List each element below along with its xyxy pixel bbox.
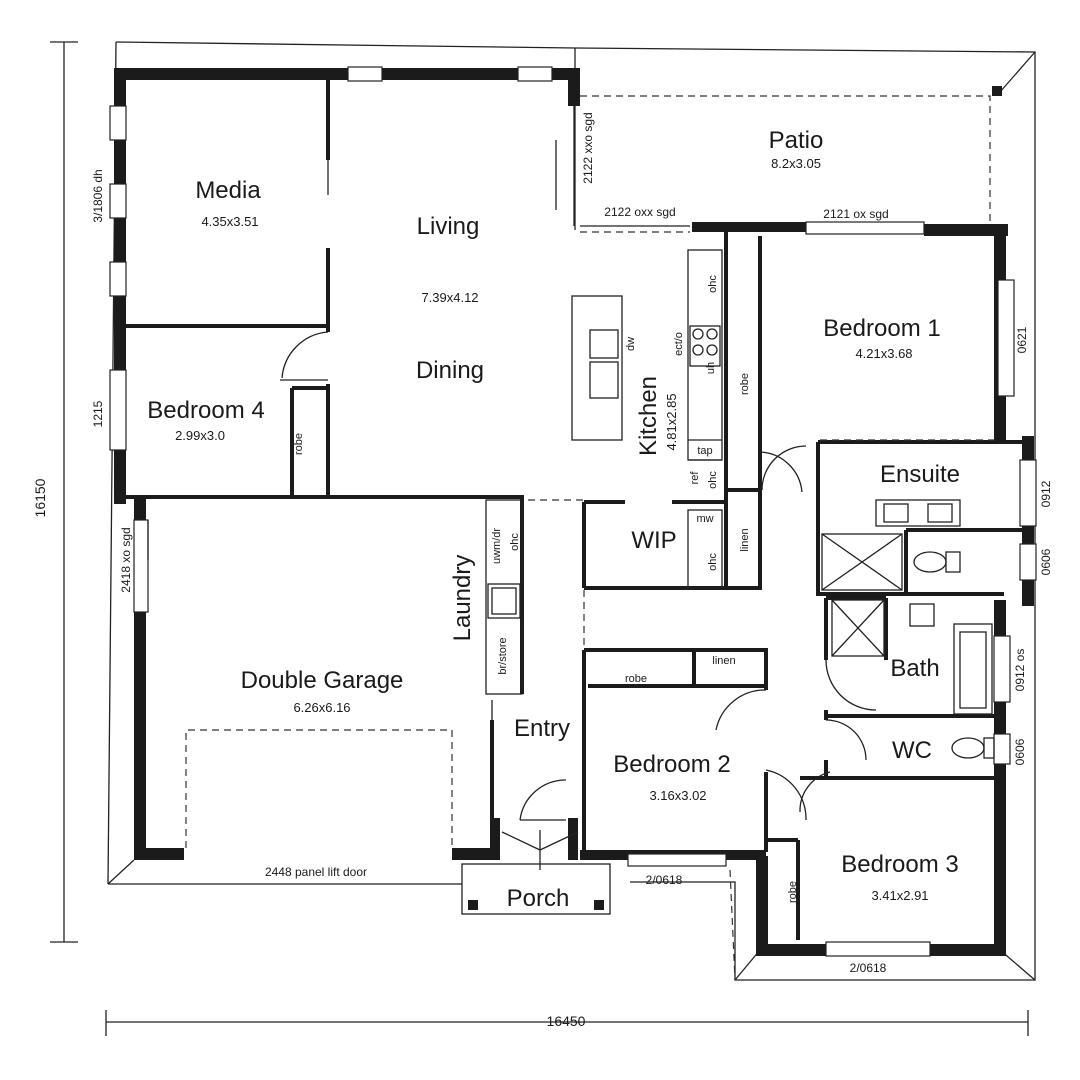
ect-o-label: ect/o — [673, 332, 685, 356]
laundry-label: Laundry — [449, 555, 476, 642]
patio-door-bed1-note: 2121 ox sgd — [823, 207, 888, 221]
bedroom1-dim: 4.21x3.68 — [855, 346, 912, 361]
bedroom2-dim: 3.16x3.02 — [649, 788, 706, 803]
tap-label: tap — [697, 445, 712, 457]
ref-label: ref — [689, 471, 701, 485]
kitchen-fittings — [571, 249, 723, 589]
uwm-dr-label: uwm/dr — [491, 528, 503, 564]
bedroom2-label: Bedroom 2 — [613, 751, 730, 778]
porch-area — [461, 830, 611, 915]
wc-window-note: 0606 — [1013, 738, 1027, 765]
windows — [109, 66, 1037, 957]
kitchen-robe-label: robe — [739, 373, 751, 395]
living-label: Living — [417, 213, 480, 240]
garage-dim: 6.26x6.16 — [293, 700, 350, 715]
dining-label: Dining — [416, 357, 484, 384]
bed1-window-note: 0621 — [1015, 326, 1029, 353]
wc-label: WC — [892, 737, 932, 764]
ohc-label-2: ohc — [707, 471, 719, 489]
bed4-robe-label: robe — [293, 433, 305, 455]
bed3-robe-label: robe — [787, 881, 799, 903]
ohc-label-4: ohc — [509, 533, 521, 551]
bed2-window-note: 2/0618 — [646, 873, 683, 887]
bed4-window-note: 1215 — [91, 400, 105, 427]
total-depth-label: 16150 — [32, 478, 48, 517]
dimension-lines — [50, 41, 1029, 1036]
bath-label: Bath — [890, 655, 939, 682]
ohc-label-3: ohc — [707, 553, 719, 571]
ensuite-label: Ensuite — [880, 461, 960, 488]
kitchen-dim: 4.81x2.85 — [664, 393, 679, 450]
media-window-note: 3/1806 dh — [91, 169, 105, 222]
hall-linen-label: linen — [739, 528, 751, 551]
patio-door-living-note: 2122 oxx sgd — [604, 205, 675, 219]
mw-label: mw — [696, 513, 713, 525]
wip-label: WIP — [631, 527, 676, 554]
patio-area — [580, 86, 1002, 222]
patio-label: Patio — [769, 127, 824, 154]
uh-label: uh — [705, 362, 717, 374]
bed2-robe-label: robe — [625, 673, 647, 685]
ensuite-window-note: 0912 — [1039, 480, 1053, 507]
bedroom4-dim: 2.99x3.0 — [175, 428, 225, 443]
garage-side-door-note: 2418 xo sgd — [119, 527, 133, 592]
media-label: Media — [195, 177, 261, 204]
laundry-fittings — [485, 499, 523, 695]
dashed-lines — [185, 231, 996, 981]
patio-door-top-note: 2122 xxo sgd — [581, 112, 595, 183]
eave-outline — [107, 41, 1036, 981]
garage-door-note: 2448 panel lift door — [265, 865, 367, 879]
kitchen-label: Kitchen — [635, 376, 662, 456]
ohc-label-1: ohc — [707, 275, 719, 293]
br-store-label: br/store — [497, 637, 509, 674]
total-width-label: 16450 — [547, 1013, 586, 1029]
ensuite-window2-note: 0606 — [1039, 548, 1053, 575]
wet-area-fittings — [821, 499, 995, 759]
media-dim: 4.35x3.51 — [201, 214, 258, 229]
living-dim: 7.39x4.12 — [421, 290, 478, 305]
bed2-linen-label: linen — [712, 655, 735, 667]
internal-walls — [120, 80, 1022, 940]
bedroom3-dim: 3.41x2.91 — [871, 888, 928, 903]
porch-label: Porch — [507, 885, 570, 912]
dw-label: dw — [625, 337, 637, 351]
bedroom1-label: Bedroom 1 — [823, 315, 940, 342]
bedroom4-label: Bedroom 4 — [147, 397, 264, 424]
doors — [147, 140, 877, 821]
entry-label: Entry — [514, 715, 570, 742]
garage-label: Double Garage — [241, 667, 404, 694]
bath-window-note: 0912 os — [1013, 649, 1027, 692]
bedroom3-label: Bedroom 3 — [841, 851, 958, 878]
bed3-window-note: 2/0618 — [850, 961, 887, 975]
patio-dim: 8.2x3.05 — [771, 156, 821, 171]
